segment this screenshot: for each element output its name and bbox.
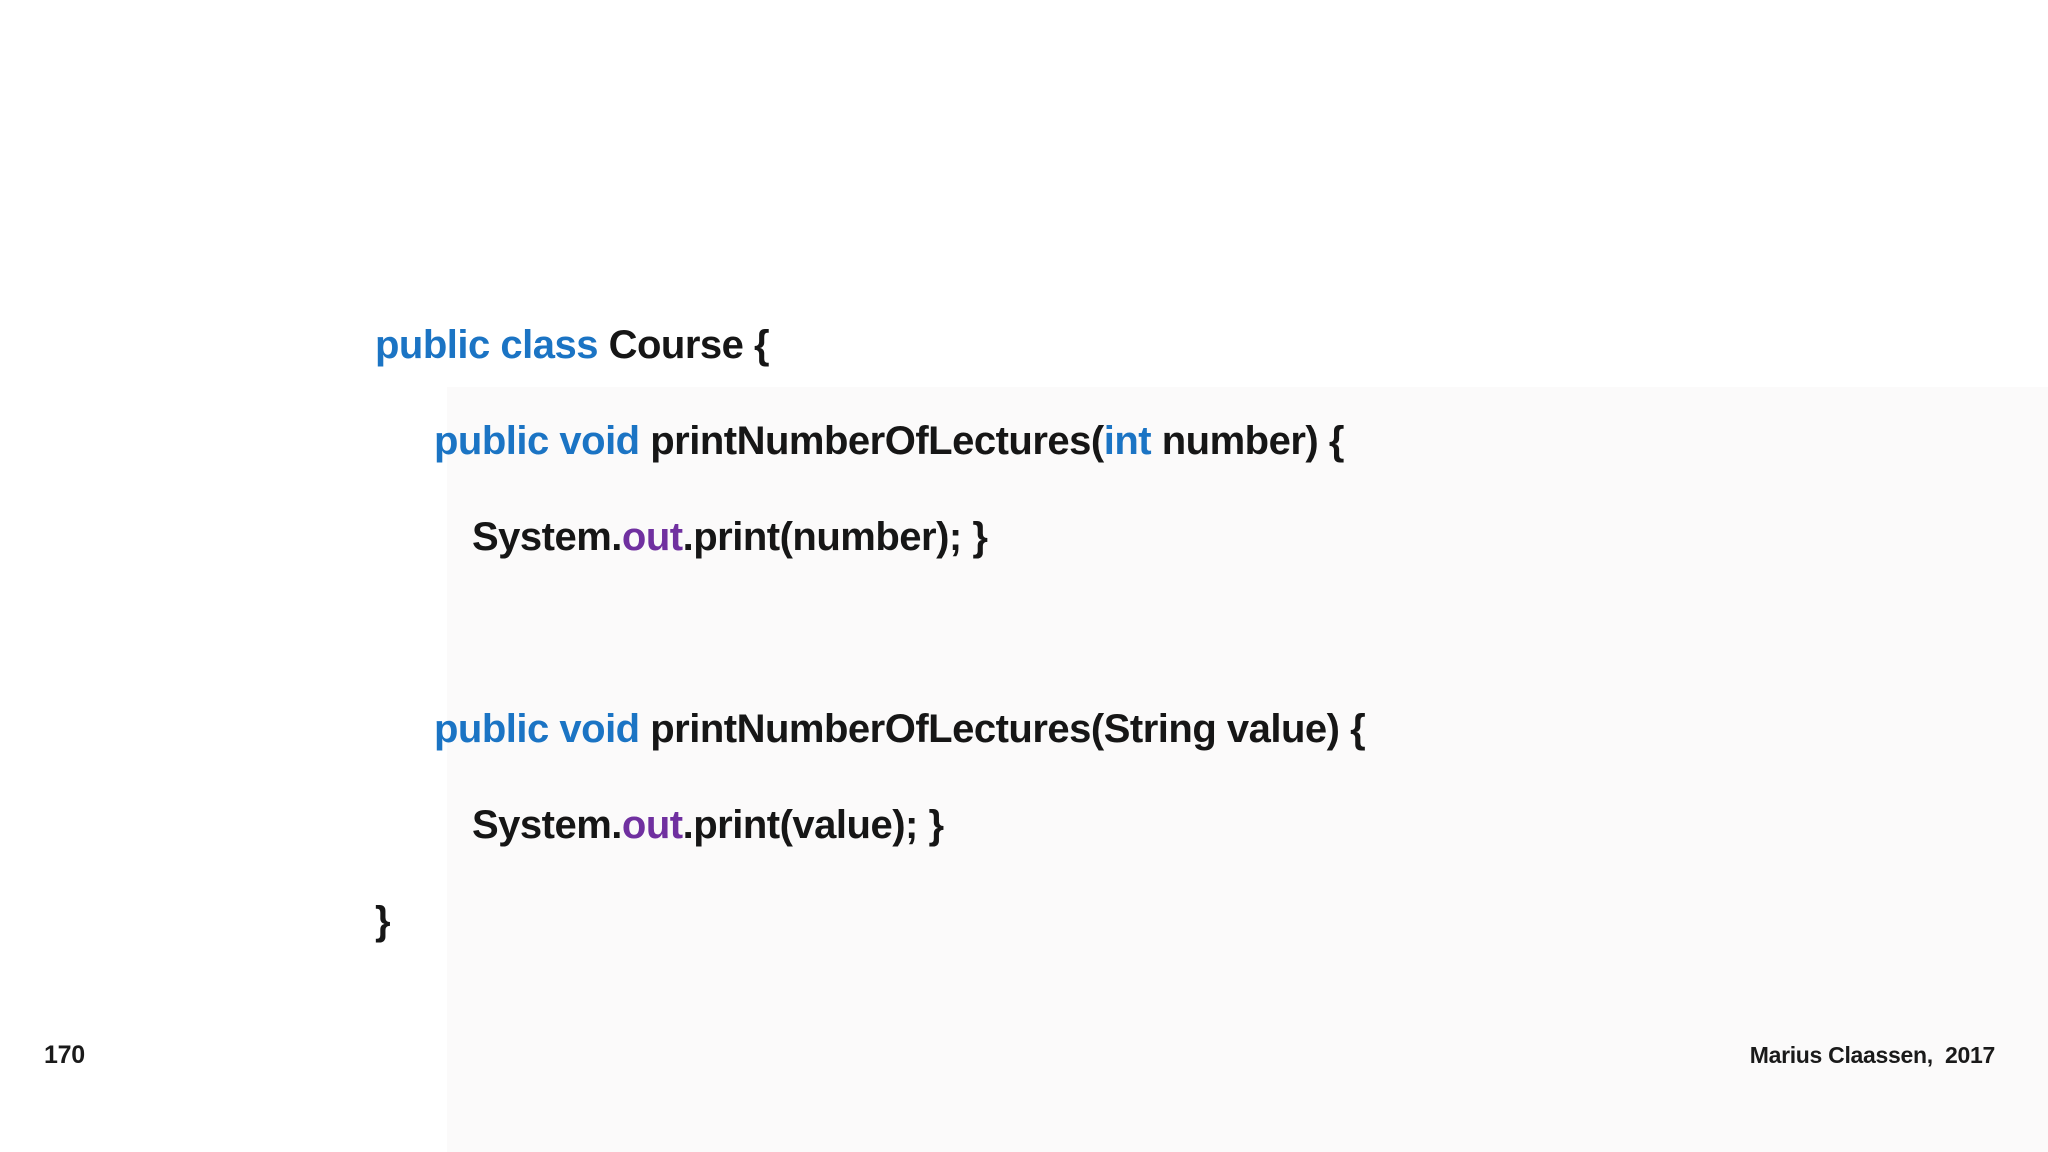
code-token: System. [472,803,622,847]
code-token-keyword: public class [375,323,609,367]
code-line-print-number: System.out.print(number); } [472,489,1365,585]
code-token: .print(value); } [682,803,944,847]
code-line-method-int-signature: public void printNumberOfLectures(int nu… [434,393,1365,489]
code-token-member: out [621,515,683,559]
code-token: System. [472,515,622,559]
background-tint [447,387,2048,1152]
code-token-keyword: public void [434,419,651,463]
code-token: printNumberOfLectures( [650,419,1104,463]
code-line-print-value: System.out.print(value); } [472,777,1365,873]
code-token: } [375,899,391,943]
code-token-member: out [621,803,683,847]
code-token: Course { [608,323,770,367]
code-token-keyword: public void [434,707,651,751]
code-token-keyword: int [1103,419,1152,463]
code-line-closing-brace: } [375,873,1365,969]
page-number: 170 [44,1041,85,1069]
code-token: printNumberOfLectures(String value) { [650,707,1366,751]
author-credit: Marius Claassen, 2017 [1749,1042,1996,1068]
code-block: public class Course { public void printN… [375,297,1366,969]
code-line-class-declaration: public class Course { [375,297,1365,393]
code-token: .print(number); } [682,515,988,559]
code-token: number) { [1151,419,1345,463]
code-line-method-string-signature: public void printNumberOfLectures(String… [434,681,1366,777]
